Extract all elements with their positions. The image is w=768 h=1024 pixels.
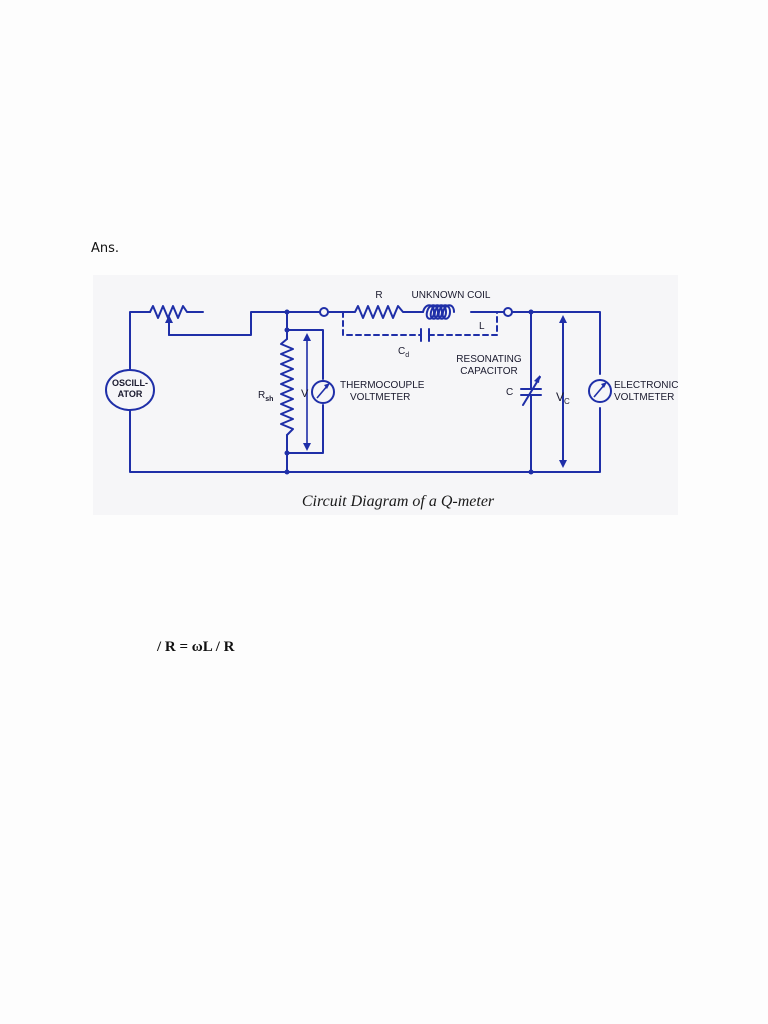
terminals — [319, 307, 513, 317]
variable-resistor — [149, 305, 204, 319]
electronic-label-line1: ELECTRONIC — [614, 380, 678, 391]
voltage-vc-label: VC — [556, 390, 570, 406]
electronic-label-line2: VOLTMETER — [614, 392, 674, 403]
oscillator-top-wire — [129, 311, 151, 371]
thermo-lead-top — [286, 329, 324, 380]
vc-arrow-up — [559, 315, 567, 323]
capacitor-c-label: C — [506, 387, 513, 398]
right-bottom-wire — [504, 407, 601, 473]
oscillator-label-line2: ATOR — [118, 389, 143, 399]
thermocouple-label-line2: VOLTMETER — [350, 392, 410, 403]
resonating-label-line2: CAPACITOR — [460, 366, 517, 377]
junction-dot — [528, 469, 534, 475]
junction-dot — [284, 469, 290, 475]
tap-arrowhead — [165, 315, 173, 323]
shunt-r-label: Rsh — [258, 390, 273, 403]
capacitor-arrowhead — [534, 375, 540, 383]
right-top-wire — [512, 311, 601, 375]
oscillator-symbol — [105, 369, 155, 411]
shunt-resistor — [280, 338, 294, 436]
thermocouple-label-line1: THERMOCOUPLE — [340, 380, 425, 391]
junction-dot — [284, 327, 290, 333]
junction-dot — [284, 450, 290, 456]
coil-terminal-left — [319, 307, 329, 317]
figure-background — [93, 275, 678, 515]
cd-dashed-right — [428, 311, 498, 336]
resonating-label-line1: RESONATING — [456, 354, 522, 365]
unknown-coil-label: UNKNOWN COIL — [412, 290, 491, 301]
vc-arrow-down — [559, 460, 567, 468]
circuit-diagram: OSCILL- ATOR R UNKNOWN COIL L Cd RESONAT… — [93, 275, 678, 515]
distributed-cap-label: Cd — [398, 346, 409, 359]
unknown-coil — [422, 304, 455, 320]
inductance-l-label: L — [479, 321, 485, 332]
thermocouple-needle-tip — [324, 383, 330, 389]
electronic-needle-tip — [601, 382, 607, 388]
figure-caption: Circuit Diagram of a Q-meter — [302, 493, 495, 510]
voltage-v-label: V — [301, 388, 309, 400]
series-resistor — [328, 305, 424, 319]
junction-dot — [528, 309, 534, 315]
answer-label: Ans. — [91, 241, 120, 256]
bottom-wire — [129, 409, 593, 473]
thermo-lead-bottom — [286, 404, 324, 454]
q-factor-formula: / R = ωL / R — [157, 639, 235, 655]
resistor-r-label: R — [375, 290, 382, 301]
coil-terminal-right — [503, 307, 513, 317]
junction-dots — [284, 309, 534, 475]
circuit-wires — [129, 304, 601, 473]
cd-dashed-left — [342, 311, 422, 336]
oscillator-label-line1: OSCILL- — [112, 378, 148, 388]
q-meter-circuit-figure: OSCILL- ATOR R UNKNOWN COIL L Cd RESONAT… — [93, 275, 678, 515]
junction-dot — [284, 309, 290, 315]
